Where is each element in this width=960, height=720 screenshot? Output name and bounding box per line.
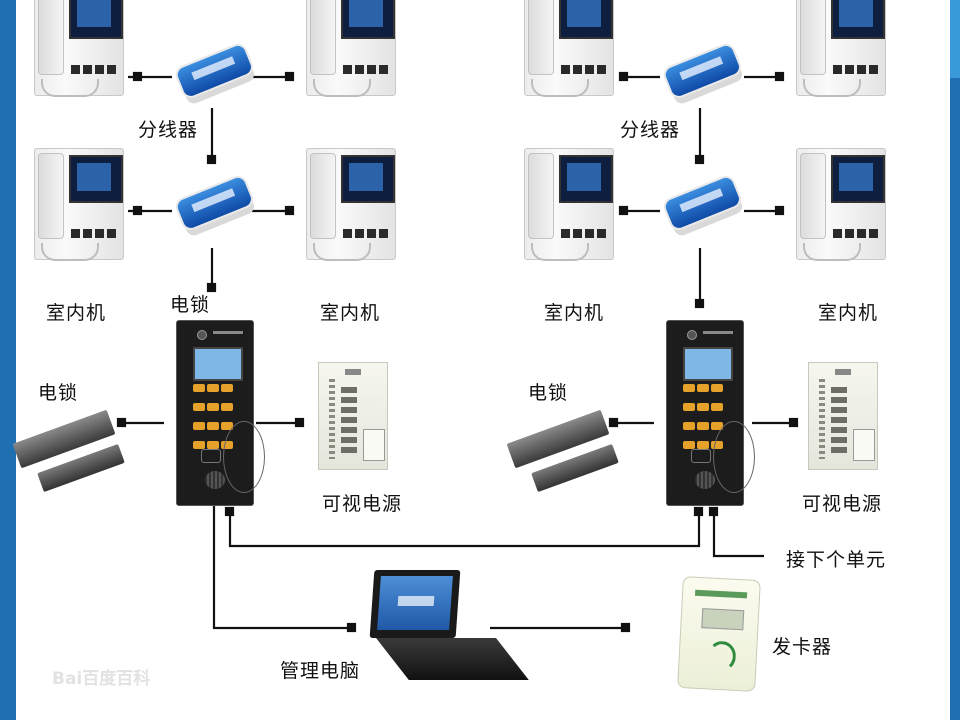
video-power-supply bbox=[318, 362, 388, 470]
wire-pc bbox=[212, 506, 352, 630]
indoor-monitor bbox=[796, 0, 886, 97]
label-indoor-unit: 室内机 bbox=[46, 302, 107, 324]
video-power-supply bbox=[808, 362, 878, 470]
right-frame-accent bbox=[950, 0, 960, 78]
electric-lock-device bbox=[12, 406, 125, 496]
label-indoor-unit: 室内机 bbox=[320, 302, 381, 324]
indoor-monitor bbox=[34, 148, 124, 261]
label-electric-lock: 电锁 bbox=[528, 382, 569, 404]
label-management-pc: 管理电脑 bbox=[280, 660, 361, 682]
indoor-monitor bbox=[34, 0, 124, 97]
label-indoor-unit: 室内机 bbox=[818, 302, 879, 324]
label-indoor-unit: 室内机 bbox=[544, 302, 605, 324]
indoor-monitor bbox=[524, 0, 614, 97]
watermark-text: Bai百度百科 bbox=[52, 669, 151, 689]
indoor-monitor bbox=[306, 148, 396, 261]
electric-lock-device bbox=[506, 406, 619, 496]
indoor-monitor bbox=[524, 148, 614, 261]
left-frame-edge bbox=[0, 0, 16, 720]
label-electric-lock: 电锁 bbox=[38, 382, 79, 404]
door-station-panel bbox=[176, 320, 265, 506]
card-issuer-device bbox=[677, 576, 761, 692]
indoor-monitor bbox=[796, 148, 886, 261]
label-splitter: 分线器 bbox=[138, 119, 199, 141]
label-video-power: 可视电源 bbox=[322, 493, 403, 515]
right-frame-edge bbox=[950, 0, 960, 720]
label-next-unit: 接下个单元 bbox=[786, 549, 887, 571]
indoor-monitor bbox=[306, 0, 396, 97]
door-station-panel bbox=[666, 320, 755, 506]
wire-bus bbox=[228, 512, 701, 548]
management-laptop bbox=[368, 568, 529, 686]
label-card-issuer: 发卡器 bbox=[772, 636, 833, 658]
wire-next-unit bbox=[712, 512, 764, 558]
label-electric-lock: 电锁 bbox=[170, 294, 211, 316]
label-splitter: 分线器 bbox=[620, 119, 681, 141]
label-video-power: 可视电源 bbox=[802, 493, 883, 515]
